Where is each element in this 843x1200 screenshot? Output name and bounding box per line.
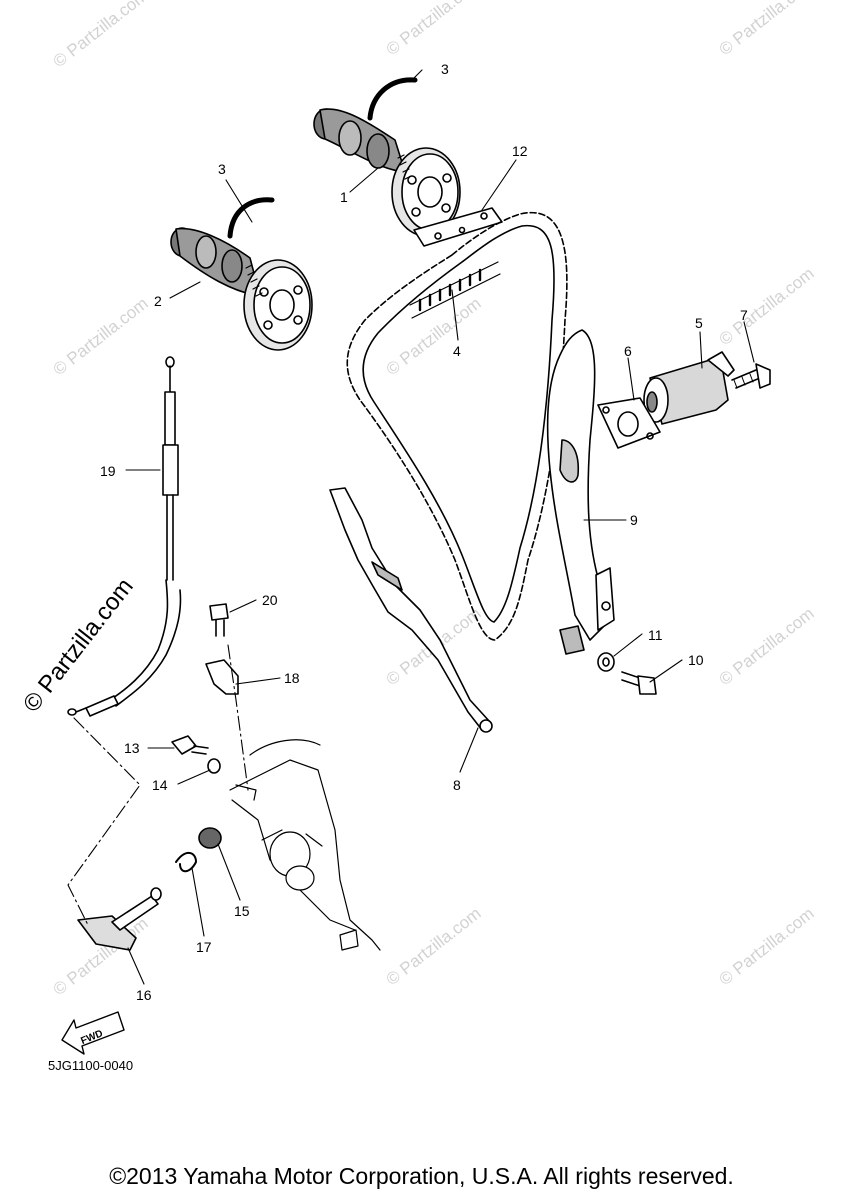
- callout-3-lower: 3: [218, 161, 226, 177]
- clip-lower: [227, 197, 275, 239]
- collar-15: [198, 827, 222, 849]
- callout-10: 10: [688, 652, 704, 668]
- callout-7: 7: [740, 307, 748, 323]
- decompression-cable: [67, 356, 182, 717]
- callout-8: 8: [453, 777, 461, 793]
- cable-routing-line: [67, 717, 141, 926]
- callout-4: 4: [453, 343, 461, 359]
- washer: [597, 652, 615, 672]
- copyright-notice: ©2013 Yamaha Motor Corporation, U.S.A. A…: [109, 1163, 734, 1189]
- chain-guide-rear: [546, 329, 615, 655]
- fwd-arrow: [61, 1011, 125, 1055]
- spring-17: [175, 852, 197, 873]
- callout-15: 15: [234, 903, 250, 919]
- callout-12: 12: [512, 143, 528, 159]
- callout-3-upper: 3: [441, 61, 449, 77]
- callout-18: 18: [284, 670, 300, 686]
- washer-14: [207, 758, 221, 774]
- bolt-13: [171, 735, 209, 755]
- tensioner-bolt: [731, 363, 771, 389]
- callout-5: 5: [695, 315, 703, 331]
- callout-20: 20: [262, 592, 278, 608]
- cylinder-head-outline: [229, 739, 381, 951]
- guide-bolt: [621, 671, 657, 695]
- callout-13: 13: [124, 740, 140, 756]
- callout-11: 11: [648, 627, 663, 643]
- tensioner-gasket: [597, 397, 661, 449]
- decompression-lever: [77, 887, 162, 951]
- timing-chain: [346, 211, 568, 641]
- callout-1: 1: [340, 189, 348, 205]
- camshaft-lower: [170, 227, 313, 351]
- bracket-18: [205, 659, 239, 695]
- callout-19: 19: [100, 463, 116, 479]
- clip-upper: [367, 77, 418, 121]
- tensioner-assembly: [643, 351, 735, 425]
- callout-6: 6: [624, 343, 632, 359]
- diagram-code: 5JG1100-0040: [48, 1058, 134, 1073]
- bolt-path-line: [227, 644, 249, 791]
- callout-16: 16: [136, 987, 152, 1003]
- bolt-20: [209, 603, 229, 637]
- chain-guide-front: [329, 487, 493, 733]
- callout-14: 14: [152, 777, 168, 793]
- callout-2: 2: [154, 293, 162, 309]
- leader-lines: [125, 69, 755, 985]
- camshaft-upper: [313, 108, 461, 237]
- callout-9: 9: [630, 512, 638, 528]
- callout-17: 17: [196, 939, 212, 955]
